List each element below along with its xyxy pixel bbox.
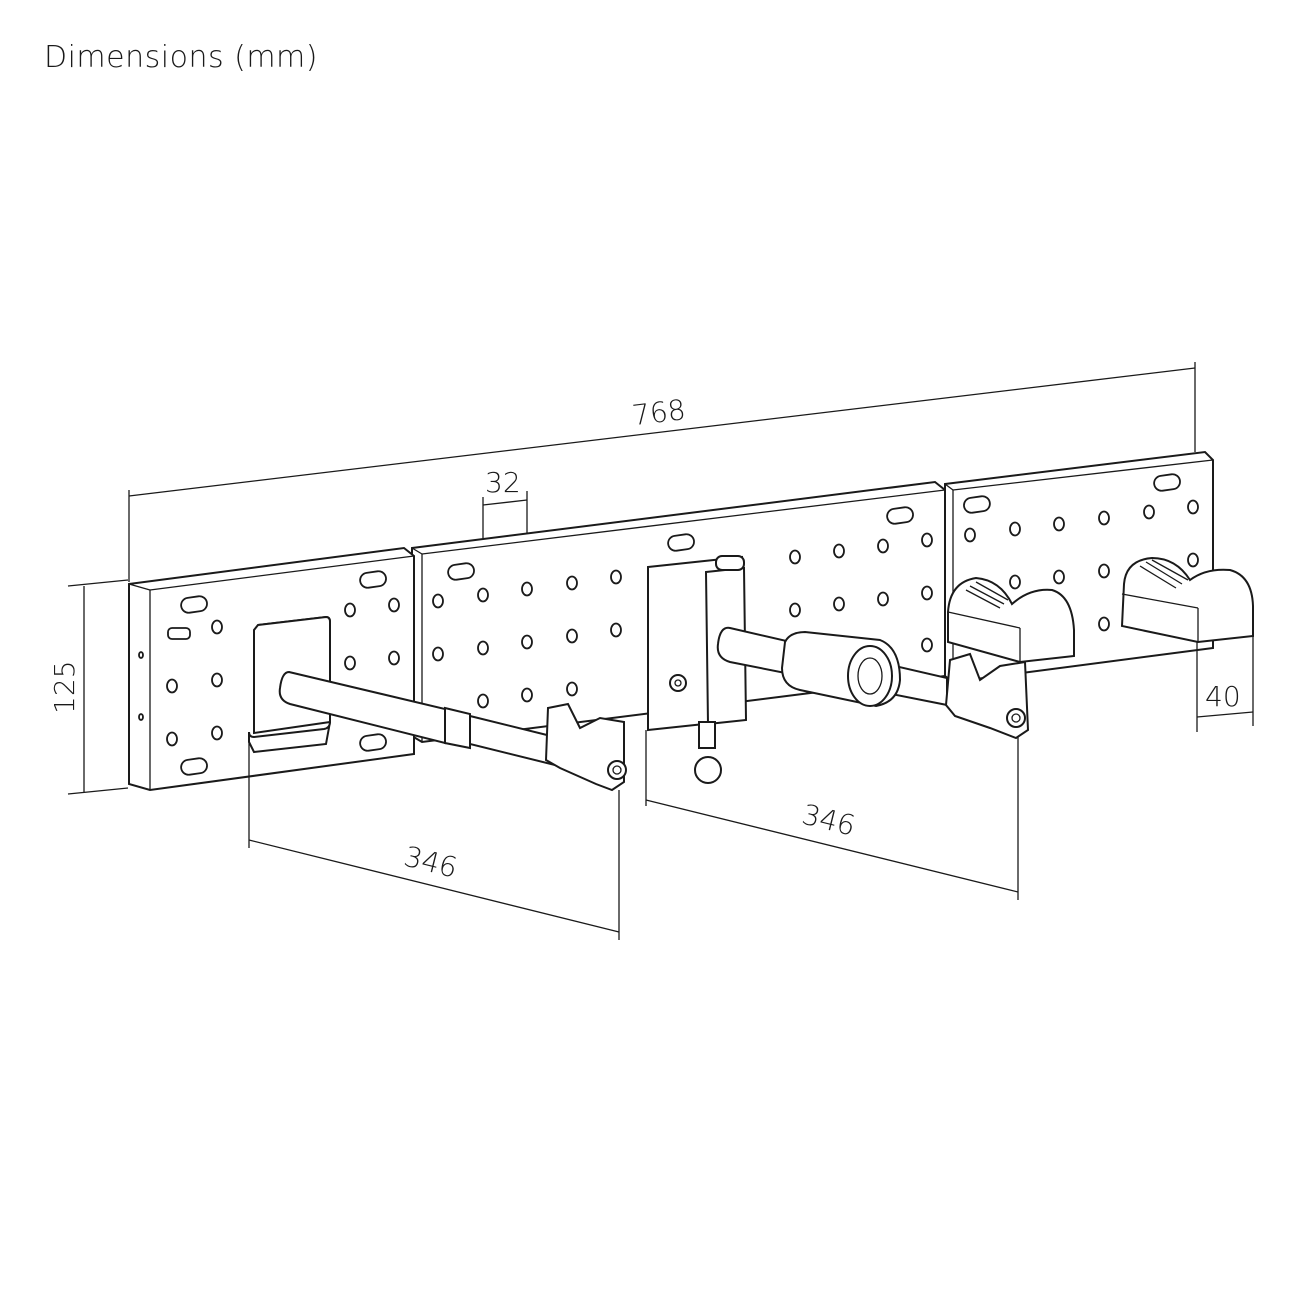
dimension-label-32: 32 <box>485 466 521 499</box>
arm-left <box>278 670 627 792</box>
hole-grid <box>166 499 1199 747</box>
dimension-label-40: 40 <box>1205 680 1241 713</box>
arm-middle <box>716 626 1030 740</box>
dimension-arm-left: 346 <box>248 742 620 940</box>
dimension-label-346-right: 346 <box>799 798 859 843</box>
dimension-cradle-width: 40 <box>1196 636 1254 732</box>
dimension-overall-length: 768 <box>128 362 1196 582</box>
dimension-label-346-left: 346 <box>401 840 461 885</box>
dimension-arm-right: 346 <box>645 730 1019 900</box>
dimension-label-768: 768 <box>630 393 687 432</box>
dimension-plate-height: 125 <box>48 579 129 795</box>
cradle-right <box>1120 556 1254 644</box>
dimension-label-125: 125 <box>48 661 81 714</box>
dimension-hole-pitch: 32 <box>482 466 528 592</box>
cradle-left <box>947 576 1075 664</box>
diagram-title: Dimensions (mm) <box>44 40 318 75</box>
bracket-middle <box>647 555 748 784</box>
